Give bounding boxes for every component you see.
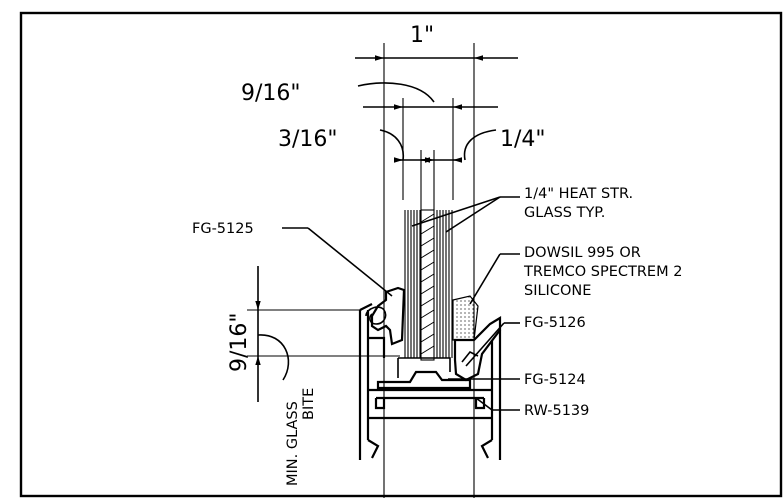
frame-extrusion	[358, 303, 502, 460]
right-glazing-stop	[453, 316, 502, 382]
callout-sealant-line-3: SILICONE	[524, 283, 591, 299]
callout-glass-line-1: 1/4" HEAT STR.	[524, 186, 633, 202]
dimension-overall-width: 1"	[355, 23, 518, 498]
glass-bite-caption-line-2: BITE	[301, 388, 317, 420]
callout-setting-block: FG-5124	[448, 372, 586, 388]
dimension-label-glass-bite: 9/16"	[227, 312, 252, 372]
glass-bite-caption-line-1: MIN. GLASS	[285, 401, 301, 486]
glass-lites	[404, 209, 453, 361]
dimension-label-left-lite: 3/16"	[278, 127, 338, 152]
callout-frame: RW-5139	[475, 397, 589, 419]
setting-block	[376, 370, 472, 390]
callout-sealant-line-2: TREMCO SPECTREM 2	[523, 264, 682, 280]
callout-frame-label: RW-5139	[524, 403, 589, 419]
dimension-label-overall-width: 1"	[410, 23, 434, 48]
callout-glass-line-2: GLASS TYP.	[524, 205, 605, 221]
drawing-border	[19, 11, 783, 498]
callout-glass: 1/4" HEAT STR. GLASS TYP.	[411, 186, 633, 233]
callout-setting-block-label: FG-5124	[524, 372, 586, 388]
dimension-glass-bite: 9/16" MIN. GLASS BITE	[227, 266, 400, 486]
silicone-sealant	[452, 295, 479, 341]
callout-sealant: DOWSIL 995 OR TREMCO SPECTREM 2 SILICONE	[469, 245, 682, 305]
callout-right-stop-label: FG-5126	[524, 315, 586, 331]
dimension-label-glass-pack: 9/16"	[241, 81, 301, 106]
callout-left-stop: FG-5125	[192, 221, 393, 297]
callout-left-stop-label: FG-5125	[192, 221, 254, 237]
left-glazing-stop	[370, 286, 406, 346]
dimension-left-lite: 3/16"	[278, 127, 430, 225]
dimension-glass-pack: 9/16"	[241, 81, 498, 200]
dimension-right-lite: 1/4"	[421, 127, 546, 210]
callout-sealant-line-1: DOWSIL 995 OR	[524, 245, 641, 261]
callout-right-stop: FG-5126	[465, 315, 586, 367]
dimension-label-right-lite: 1/4"	[500, 127, 546, 152]
